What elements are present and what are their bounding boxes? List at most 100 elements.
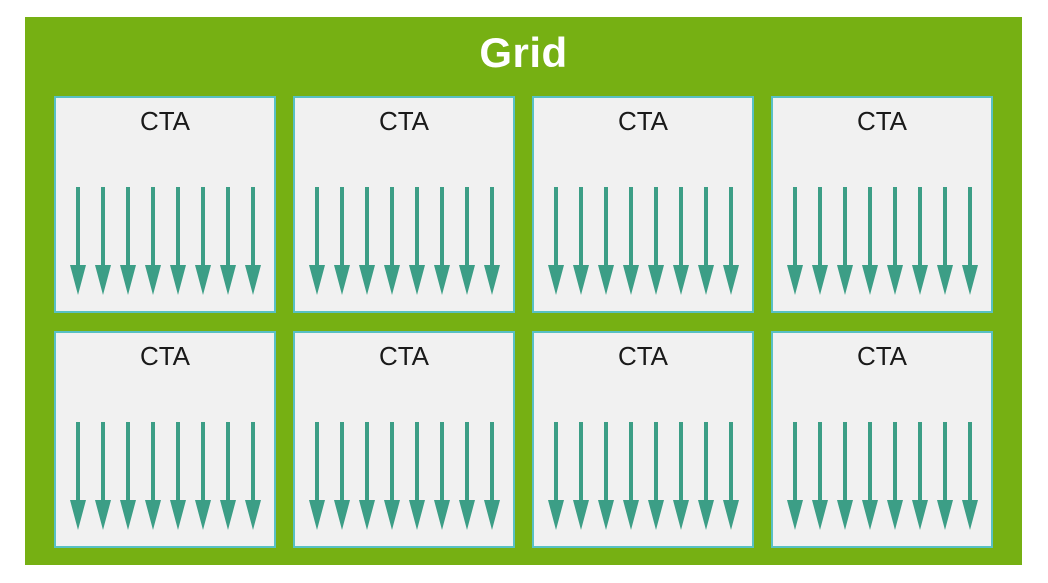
arrow-shaft xyxy=(439,187,444,271)
arrow-head xyxy=(572,500,589,530)
arrow-head xyxy=(408,265,425,295)
down-arrow-icon xyxy=(936,187,953,295)
cta-block[interactable]: CTA xyxy=(293,96,515,313)
down-arrow-icon xyxy=(836,187,853,295)
arrow-shaft xyxy=(892,422,897,506)
down-arrow-icon xyxy=(308,187,325,295)
cta-block[interactable]: CTA xyxy=(532,331,754,548)
arrow-head xyxy=(672,500,689,530)
thread-arrow-bundle xyxy=(773,187,991,295)
down-arrow-icon xyxy=(458,187,475,295)
arrow-shaft xyxy=(892,187,897,271)
arrow-shaft xyxy=(553,422,558,506)
cta-block[interactable]: CTA xyxy=(771,331,993,548)
arrow-head xyxy=(936,500,953,530)
arrow-shaft xyxy=(817,422,822,506)
cta-block[interactable]: CTA xyxy=(532,96,754,313)
arrow-shaft xyxy=(389,422,394,506)
arrow-head xyxy=(358,500,375,530)
arrow-shaft xyxy=(125,422,130,506)
arrow-shaft xyxy=(364,187,369,271)
arrow-shaft xyxy=(867,422,872,506)
cta-block-label: CTA xyxy=(617,341,669,371)
arrow-shaft xyxy=(100,187,105,271)
cta-block[interactable]: CTA xyxy=(293,331,515,548)
arrow-head xyxy=(194,265,211,295)
arrow-head xyxy=(886,265,903,295)
thread-arrow-bundle xyxy=(56,187,274,295)
down-arrow-icon xyxy=(886,422,903,530)
arrow-shaft xyxy=(175,422,180,506)
down-arrow-icon xyxy=(572,422,589,530)
arrow-head xyxy=(169,500,186,530)
arrow-shaft xyxy=(175,187,180,271)
arrow-shaft xyxy=(578,187,583,271)
arrow-head xyxy=(219,500,236,530)
down-arrow-icon xyxy=(861,187,878,295)
down-arrow-icon xyxy=(219,422,236,530)
down-arrow-icon xyxy=(483,422,500,530)
arrow-shaft xyxy=(703,187,708,271)
cta-block[interactable]: CTA xyxy=(54,331,276,548)
down-arrow-icon xyxy=(433,187,450,295)
arrow-head xyxy=(647,500,664,530)
arrow-head xyxy=(547,500,564,530)
arrow-shaft xyxy=(728,187,733,271)
down-arrow-icon xyxy=(219,187,236,295)
arrow-head xyxy=(169,265,186,295)
arrow-head xyxy=(69,265,86,295)
arrow-head xyxy=(433,500,450,530)
arrow-head xyxy=(333,265,350,295)
arrow-shaft xyxy=(200,187,205,271)
down-arrow-icon xyxy=(69,187,86,295)
arrow-head xyxy=(672,265,689,295)
arrow-shaft xyxy=(414,422,419,506)
arrow-shaft xyxy=(603,422,608,506)
cta-block[interactable]: CTA xyxy=(54,96,276,313)
arrow-shaft xyxy=(439,422,444,506)
arrow-shaft xyxy=(628,422,633,506)
thread-arrow-bundle xyxy=(534,422,752,530)
arrow-head xyxy=(961,265,978,295)
arrow-head xyxy=(886,500,903,530)
down-arrow-icon xyxy=(597,422,614,530)
down-arrow-icon xyxy=(886,187,903,295)
arrow-shaft xyxy=(867,187,872,271)
arrow-head xyxy=(458,265,475,295)
thread-arrow-bundle xyxy=(56,422,274,530)
arrow-shaft xyxy=(314,187,319,271)
arrow-head xyxy=(69,500,86,530)
arrow-shaft xyxy=(578,422,583,506)
arrow-shaft xyxy=(678,187,683,271)
arrow-head xyxy=(333,500,350,530)
arrow-shaft xyxy=(703,422,708,506)
down-arrow-icon xyxy=(358,187,375,295)
down-arrow-icon xyxy=(169,187,186,295)
arrow-head xyxy=(194,500,211,530)
arrow-head xyxy=(911,265,928,295)
arrow-head xyxy=(697,265,714,295)
arrow-head xyxy=(597,265,614,295)
arrow-head xyxy=(144,265,161,295)
down-arrow-icon xyxy=(697,187,714,295)
arrow-shaft xyxy=(250,422,255,506)
arrow-head xyxy=(119,500,136,530)
arrow-head xyxy=(119,265,136,295)
down-arrow-icon xyxy=(672,187,689,295)
down-arrow-icon xyxy=(786,187,803,295)
arrow-head xyxy=(836,265,853,295)
thread-arrow-bundle xyxy=(295,187,513,295)
down-arrow-icon xyxy=(333,422,350,530)
arrow-head xyxy=(483,265,500,295)
down-arrow-icon xyxy=(308,422,325,530)
down-arrow-icon xyxy=(408,422,425,530)
arrow-head xyxy=(383,265,400,295)
arrow-shaft xyxy=(464,422,469,506)
arrow-head xyxy=(722,265,739,295)
cta-block[interactable]: CTA xyxy=(771,96,993,313)
down-arrow-icon xyxy=(811,422,828,530)
arrow-shaft xyxy=(842,187,847,271)
arrow-head xyxy=(458,500,475,530)
